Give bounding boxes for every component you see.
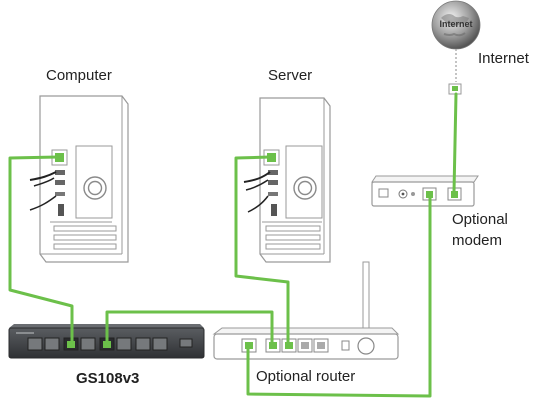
modem-icon <box>371 175 479 207</box>
tower-server-icon <box>243 97 331 263</box>
globe-text: Internet <box>439 19 472 29</box>
optional-router-label: Optional router <box>256 368 356 385</box>
optional-modem-label-line2: modem <box>452 232 503 249</box>
cable-router-modem <box>246 193 432 398</box>
internet-label: Internet <box>478 50 529 67</box>
tower-computer-icon <box>29 95 129 263</box>
switch-model-label: GS108v3 <box>76 370 140 387</box>
ethernet-cables <box>8 92 458 398</box>
cable-server-router <box>234 155 290 344</box>
server-label: Server <box>268 67 313 84</box>
wireless-router-icon <box>212 261 400 360</box>
computer-label: Computer <box>46 67 112 84</box>
optional-modem-label-line1: Optional <box>452 211 508 228</box>
cable-computer-switch <box>8 155 74 343</box>
internet-globe-icon: Internet <box>431 0 481 50</box>
cable-switch-router <box>105 310 274 344</box>
cable-modem-internet <box>452 92 458 194</box>
